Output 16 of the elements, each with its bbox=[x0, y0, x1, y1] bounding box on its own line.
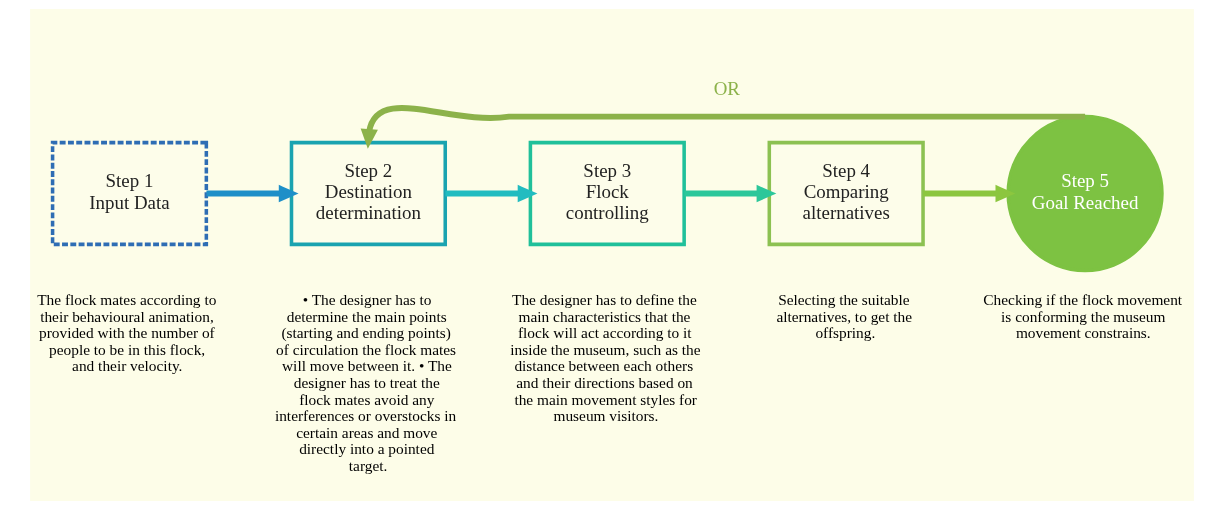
node-box: Step 1 Input Data bbox=[50, 140, 208, 246]
node-box: Step 4 Comparing alternatives bbox=[767, 140, 925, 246]
node-label: Checking if the flock movement is conforming the museum movement constrains. bbox=[982, 290, 1182, 341]
node-label: The flock mates according to their behavioural animation, provided with the number of people to be in this flock, and their velocity. bbox=[36, 290, 216, 374]
node-circle: Step 5 Goal Reached bbox=[1005, 114, 1164, 272]
node-box: Step 2 Destination determination bbox=[289, 140, 447, 246]
node-label: Selecting the suitable alternatives, to get the offspring. bbox=[775, 290, 912, 341]
arrow bbox=[444, 184, 537, 202]
edge-label: OR bbox=[713, 77, 740, 99]
arrow bbox=[683, 184, 776, 202]
node-label: • The designer has to determine the main points (starting and ending points) of circulation the flock mates will move between it. • The designer has to treat the flock mates avoid any interferences or overstocks in certain areas and move directly into a pointed target. bbox=[274, 290, 456, 474]
arrow bbox=[922, 184, 1015, 202]
arrow bbox=[205, 184, 299, 202]
arrow bbox=[360, 104, 1085, 149]
node-box: Step 3 Flock controlling bbox=[528, 140, 686, 246]
node-label: The designer has to define the main characteristics that the flock will act according to it inside the museum, such as the distance between each others and their directions based on the main movement styles for museum visitors. bbox=[509, 290, 701, 424]
